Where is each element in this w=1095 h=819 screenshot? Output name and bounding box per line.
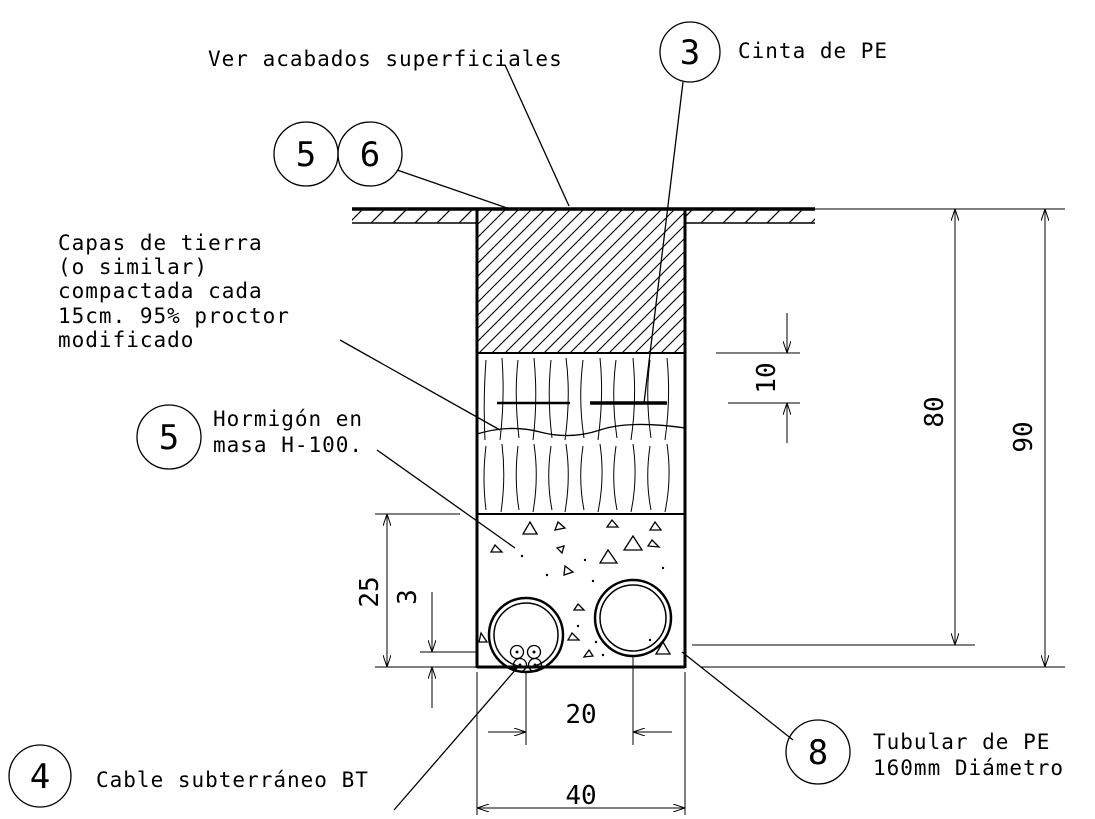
- callout-4-bubble: 4: [8, 744, 72, 808]
- trench: [475, 209, 687, 674]
- pipe-label-line-2: 160mm Diámetro: [873, 756, 1064, 780]
- soil-label-line-5: modificado: [58, 328, 194, 352]
- concrete-label-line-2: masa H-100.: [213, 433, 363, 457]
- soil-label-line-4: 15cm. 95% proctor: [58, 304, 290, 328]
- annotation-labels: Ver acabados superficiales Cinta de PE C…: [58, 39, 1064, 792]
- compacted-soil-layer: [476, 357, 686, 513]
- soil-label-line-2: (o similar): [58, 255, 208, 279]
- trench-walls: [475, 209, 687, 669]
- dimension-3: 3: [393, 589, 423, 605]
- dimension-20: 20: [565, 700, 596, 730]
- callout-concrete-number: 5: [159, 418, 179, 458]
- concrete-label-line-1: Hormigón en: [213, 407, 363, 431]
- dimension-lines: [375, 208, 1065, 815]
- callout-5-6-bubble: 5 6: [273, 121, 403, 187]
- dimension-80: 80: [920, 396, 950, 427]
- soil-label-line-3: compactada cada: [58, 279, 263, 303]
- cable-conduit: [487, 596, 565, 674]
- pipe-label-line-1: Tubular de PE: [873, 730, 1050, 754]
- dimension-10: 10: [752, 362, 782, 393]
- soil-label-line-1: Capas de tierra: [58, 231, 263, 255]
- cable-label: Cable subterráneo BT: [96, 768, 369, 792]
- dimension-25: 25: [355, 576, 385, 607]
- callout-5-number: 5: [296, 135, 316, 175]
- callout-8-bubble: 8: [785, 719, 851, 785]
- dimension-90: 90: [1009, 421, 1039, 452]
- concrete-layer: [478, 518, 672, 658]
- dimension-values: 10 80 90 25 3 20 40: [355, 362, 1039, 811]
- leader-lines: [339, 64, 794, 811]
- surface-finishes-label: Ver acabados superficiales: [208, 47, 563, 71]
- callout-5-concrete-bubble: 5: [136, 404, 202, 470]
- pe-pipe: [593, 578, 673, 658]
- callout-3-bubble: 3: [659, 21, 721, 83]
- callout-8-number: 8: [808, 733, 828, 773]
- surface-finish-layer: [477, 209, 685, 353]
- callout-3-number: 3: [680, 33, 700, 73]
- callout-6-number: 6: [360, 135, 380, 175]
- dimension-40: 40: [565, 781, 596, 811]
- callout-bubbles: 3 5 6 5 4 8: [8, 21, 851, 808]
- callout-4-number: 4: [30, 757, 50, 797]
- pe-tape-label: Cinta de PE: [738, 39, 888, 63]
